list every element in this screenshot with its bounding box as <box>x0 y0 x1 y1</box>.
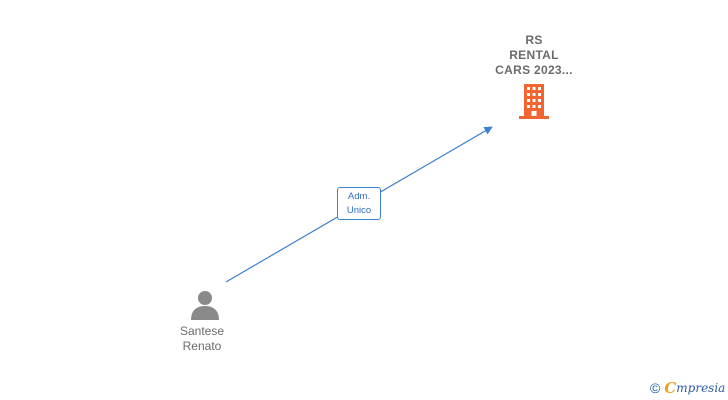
person-name-line-1: Santese <box>179 324 225 338</box>
building-icon[interactable] <box>517 84 551 120</box>
edge-role-line-2: Unico <box>346 205 372 216</box>
person-name-line-2: Renato <box>182 339 222 353</box>
company-name-line-2: RENTAL <box>509 48 559 62</box>
brand-name: mpresia <box>676 381 726 395</box>
copyright-symbol: © <box>650 380 661 396</box>
company-name-line-1: RS <box>525 33 543 47</box>
edge-role-label[interactable]: Adm. Unico <box>337 187 381 220</box>
footer-brand[interactable]: © C mpresia <box>650 379 725 397</box>
company-node-label[interactable]: RS RENTAL CARS 2023... <box>472 33 596 78</box>
company-name-line-3: CARS 2023... <box>495 63 573 77</box>
person-node-label[interactable]: Santese Renato <box>152 324 252 354</box>
edge-role-line-1: Adm. <box>347 191 371 202</box>
person-icon[interactable] <box>189 289 221 321</box>
brand-initial: C <box>664 379 677 397</box>
